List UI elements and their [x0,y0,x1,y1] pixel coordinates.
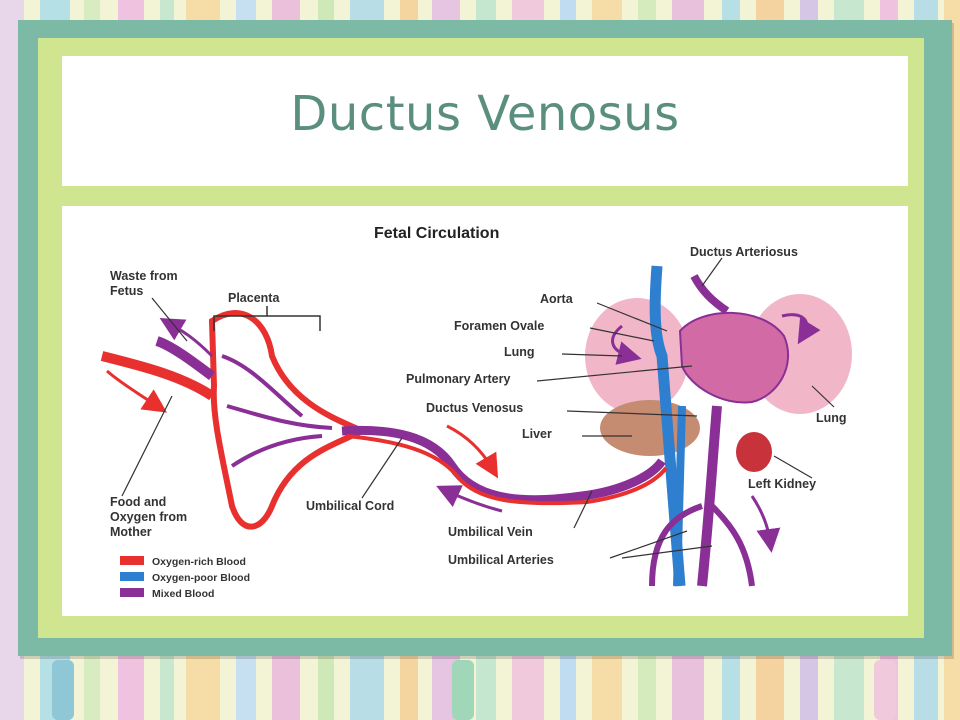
leader-lines [121,257,835,559]
flow-arrow-waste [159,317,214,358]
label-lung-left: Lung [504,345,535,359]
legend-swatch-mixed [120,588,144,597]
placenta-shape [208,310,369,530]
label-umbilical-cord: Umbilical Cord [306,499,394,513]
flow-arrow-lung-right [781,313,821,345]
diagram-title: Fetal Circulation [374,225,499,242]
label-umbilical-arteries: Umbilical Arteries [448,553,554,567]
ivc-vessel [673,405,686,587]
legend-label-mixed: Mixed Blood [152,588,214,600]
label-umbilical-vein: Umbilical Vein [448,525,533,539]
legend-label-oxygen-poor: Oxygen-poor Blood [152,572,250,584]
label-ductus-venosus: Ductus Venosus [426,401,523,415]
umbilical-arteries-vessel-2 [709,503,755,587]
label-placenta: Placenta [228,291,280,305]
umbilical-cord-red [346,434,668,506]
label-food-line1: Food and [110,495,166,509]
title-panel: Ductus Venosus [62,56,908,186]
label-left-kidney: Left Kidney [748,477,816,491]
label-foramen-ovale: Foramen Ovale [454,319,544,333]
label-waste-line1: Waste from [110,269,178,283]
label-ductus-arteriosus: Ductus Arteriosus [690,245,798,259]
maternal-vessel [100,351,215,401]
legend-label-oxygen-rich: Oxygen-rich Blood [152,556,246,568]
slide-title: Ductus Venosus [290,86,680,142]
liver-shape [600,400,700,456]
left-lung-shape [585,298,689,414]
legend-swatch-oxygen-poor [120,572,144,581]
fetal-circulation-diagram: Fetal Circulation [100,225,852,600]
umbilical-arteries-vessel [649,503,703,587]
placenta-bracket [213,306,321,331]
label-liver: Liver [522,427,552,441]
label-food-line2: Oxygen from [110,510,187,524]
umbilical-cord [341,425,666,505]
label-aorta: Aorta [540,292,574,306]
label-waste-line2: Fetus [110,284,143,298]
flow-arrow-lung-left [611,324,642,365]
diagram-panel: Fetal Circulation [62,206,908,616]
aorta-vessel [649,265,686,587]
flow-arrow-umbilical-vein [436,485,503,513]
ductus-arteriosus-vessel [690,274,730,315]
left-kidney-shape [736,432,772,472]
label-food-line3: Mother [110,525,152,539]
flow-arrow-maternal [106,369,167,413]
descending-aorta-vessel [697,405,722,587]
legend-swatch-oxygen-rich [120,556,144,565]
label-pulmonary-artery: Pulmonary Artery [406,372,510,386]
flow-arrow-cord [446,424,499,479]
legend: Oxygen-rich Blood Oxygen-poor Blood Mixe… [120,556,250,600]
waste-vessel [155,336,215,381]
placenta-veins [221,354,333,468]
flow-arrow-kidney [750,495,781,553]
heart-shape [678,311,790,404]
label-lung-right: Lung [816,411,847,425]
